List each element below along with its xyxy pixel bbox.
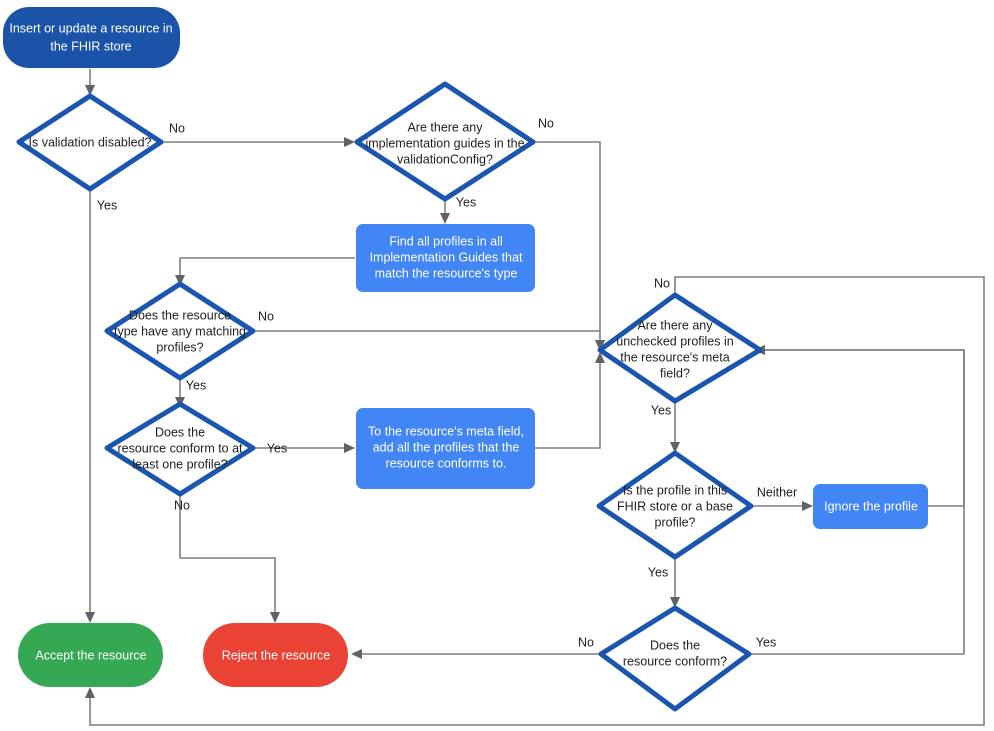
- node-matching-profiles-shape: [104, 281, 256, 381]
- node-conform-one-profile-shape: [104, 401, 256, 497]
- node-matching-profiles[interactable]: Does the resource type have any matching…: [104, 281, 256, 381]
- arrowhead-conformone-yes: [344, 443, 355, 453]
- node-unchecked-profiles-label-line1: Are there any: [637, 318, 713, 332]
- edge-label-conform-yes: Yes: [756, 635, 776, 649]
- node-start[interactable]: Insert or update a resource in the FHIR …: [3, 7, 180, 68]
- edge-label-unchecked-yes: Yes: [651, 403, 671, 417]
- node-implementation-guides[interactable]: Are there any implementation guides in t…: [354, 81, 536, 202]
- node-find-profiles[interactable]: Find all profiles in all Implementation …: [356, 224, 535, 292]
- edge-label-conform-no: No: [578, 635, 594, 649]
- edge-findprofiles-to-matching: [179, 257, 355, 278]
- node-reject-shape: [203, 623, 348, 687]
- node-conform-one-profile-label-line1: Does the: [155, 425, 205, 439]
- node-find-profiles-label-line3: match the resource's type: [375, 266, 518, 280]
- edge-conform-yes: [749, 349, 965, 655]
- edge-label-conformone-no: No: [174, 498, 190, 512]
- node-matching-profiles-label-line1: Does the resource: [129, 308, 231, 322]
- edge-ig-no: [533, 141, 601, 343]
- edge-addmeta-to-unchecked: [535, 360, 601, 449]
- node-accept-label: Accept the resource: [35, 648, 146, 662]
- edge-label-ig-yes: Yes: [456, 195, 476, 209]
- node-matching-profiles-label-line3: profiles?: [156, 340, 203, 354]
- node-resource-conform-shape: [598, 605, 752, 712]
- node-add-profiles-meta-label-line2: add all the profiles that the: [373, 440, 520, 454]
- node-unchecked-profiles-label-line2: unchecked profiles in: [616, 334, 733, 348]
- node-reject[interactable]: Reject the resource: [203, 623, 348, 687]
- node-add-profiles-meta-shape: [356, 408, 535, 489]
- node-unchecked-profiles[interactable]: Are there any unchecked profiles in the …: [597, 292, 763, 404]
- arrowhead-addmeta-to-unchecked: [595, 352, 605, 363]
- node-matching-profiles-label-line2: type have any matching: [114, 324, 246, 338]
- arrowhead-validation-no: [344, 137, 355, 147]
- edge-label-profile-yes: Yes: [648, 565, 668, 579]
- node-profile-in-store-shape: [596, 450, 754, 560]
- edge-unchecked-no: [89, 276, 985, 726]
- node-conform-one-profile-label-line2: resource conform to at: [117, 441, 243, 455]
- edge-label-validation-no: No: [169, 121, 185, 135]
- node-add-profiles-meta-label-line3: resource conforms to.: [386, 456, 507, 470]
- arrowhead-profile-yes: [670, 597, 680, 608]
- node-ignore-profile-label: Ignore the profile: [824, 499, 918, 513]
- edge-ignore-loop: [762, 349, 965, 507]
- edge-label-matching-no: No: [258, 309, 274, 323]
- node-validation-disabled-label: Is validation disabled?: [29, 135, 152, 149]
- node-resource-conform-label-line1: Does the: [650, 638, 700, 652]
- node-profile-in-store[interactable]: Is the profile in this FHIR store or a b…: [596, 450, 754, 560]
- arrowhead-findprofiles-to-matching: [175, 275, 185, 286]
- arrowhead-conformone-no: [270, 612, 280, 623]
- edge-label-profile-neither: Neither: [757, 485, 797, 499]
- node-resource-conform-label-line2: resource conform?: [623, 654, 727, 668]
- edge-label-unchecked-no: No: [654, 276, 670, 290]
- node-start-label-line2: the FHIR store: [50, 39, 131, 53]
- node-profile-in-store-label-line2: FHIR store or a base: [617, 499, 733, 513]
- node-ignore-profile[interactable]: Ignore the profile: [813, 484, 928, 529]
- node-implementation-guides-shape: [354, 81, 536, 202]
- node-unchecked-profiles-shape: [597, 292, 763, 404]
- node-ignore-profile-shape: [813, 484, 928, 529]
- node-profile-in-store-label-line1: Is the profile in this: [623, 483, 727, 497]
- edge-labels-layer: No Yes No Yes No Yes Yes No No Yes Neith…: [97, 116, 797, 649]
- node-find-profiles-shape: [356, 224, 535, 292]
- node-unchecked-profiles-label-line3: the resource's meta: [620, 350, 729, 364]
- node-conform-one-profile-label-line3: least one profile?: [132, 457, 227, 471]
- node-accept-shape: [18, 623, 163, 687]
- edge-conformone-no: [179, 496, 276, 615]
- edge-label-matching-yes: Yes: [186, 378, 206, 392]
- node-find-profiles-label-line2: Implementation Guides that: [370, 250, 523, 264]
- node-conform-one-profile[interactable]: Does the resource conform to at least on…: [104, 401, 256, 497]
- edge-label-validation-yes: Yes: [97, 198, 117, 212]
- arrowhead-start-to-validation: [85, 85, 95, 96]
- arrowhead-ig-yes: [440, 213, 450, 224]
- arrowhead-conform-no: [351, 649, 362, 659]
- node-implementation-guides-label-line2: implementation guides in the: [365, 136, 524, 150]
- arrowhead-validation-yes: [85, 612, 95, 623]
- arrowhead-unchecked-yes: [670, 442, 680, 453]
- node-add-profiles-meta[interactable]: To the resource's meta field, add all th…: [356, 408, 535, 489]
- node-add-profiles-meta-label-line1: To the resource's meta field,: [368, 424, 524, 438]
- node-resource-conform[interactable]: Does the resource conform?: [598, 605, 752, 712]
- node-accept[interactable]: Accept the resource: [18, 623, 163, 687]
- node-reject-label: Reject the resource: [222, 648, 330, 662]
- node-implementation-guides-label-line3: validationConfig?: [397, 152, 493, 166]
- node-profile-in-store-label-line3: profile?: [655, 515, 696, 529]
- edge-label-ig-no: No: [538, 116, 554, 130]
- edge-label-conformone-yes: Yes: [267, 441, 287, 455]
- node-find-profiles-label-line1: Find all profiles in all: [389, 234, 502, 248]
- node-start-label-line1: Insert or update a resource in: [9, 21, 172, 35]
- node-unchecked-profiles-label-line4: field?: [660, 366, 690, 380]
- node-start-shape: [3, 7, 180, 68]
- node-validation-disabled[interactable]: Is validation disabled?: [16, 93, 164, 192]
- node-implementation-guides-label-line1: Are there any: [407, 120, 483, 134]
- node-validation-disabled-shape: [16, 93, 164, 192]
- arrowhead-profile-neither: [802, 501, 813, 511]
- edges-layer: [85, 69, 985, 726]
- arrowhead-matching-no: [595, 340, 605, 351]
- arrowhead-unchecked-no: [85, 687, 95, 698]
